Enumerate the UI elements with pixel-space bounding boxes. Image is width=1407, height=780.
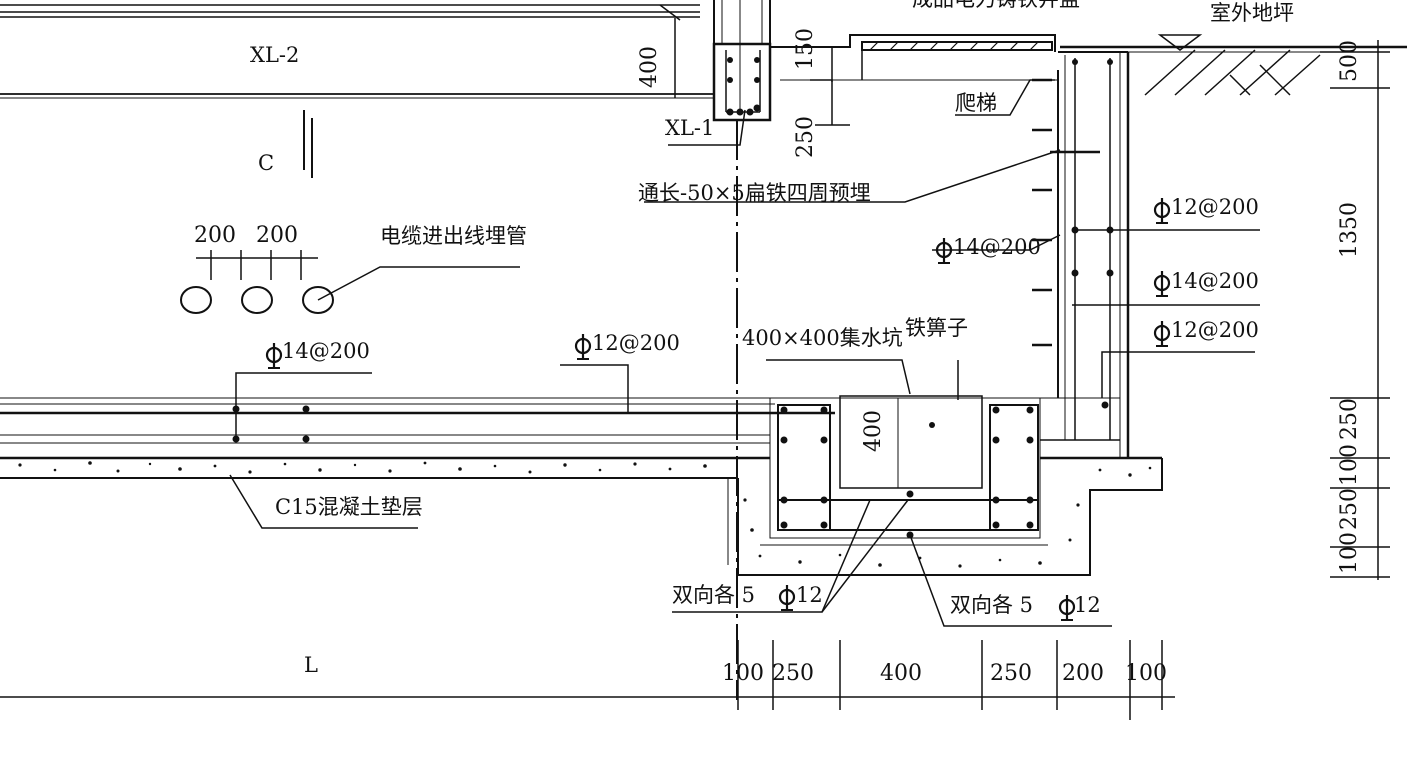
- label-axis-l: L: [304, 653, 318, 677]
- label-grate: 铁箅子: [905, 316, 968, 340]
- dim-bottom-0: 100: [722, 661, 764, 686]
- dim-right-3: 100: [1337, 444, 1362, 486]
- label-two-way-left-bar: 12: [796, 583, 823, 607]
- dim-bottom-1: 250: [772, 661, 814, 686]
- right-dimension-lines: [1320, 40, 1390, 580]
- dim-right-2: 250: [1337, 398, 1362, 440]
- label-xl2: XL-2: [250, 43, 299, 67]
- dim-beam-height: 400: [637, 46, 662, 88]
- bottom-dimension-lines: [0, 640, 1175, 720]
- label-cover-top: 成品电力铸铁井盖: [912, 0, 1080, 11]
- label-sump: 400×400集水坑: [742, 326, 903, 350]
- dim-pipe-a: 200: [194, 223, 236, 248]
- label-xl1: XL-1: [665, 116, 714, 140]
- dim-right-5: 100: [1337, 532, 1362, 574]
- bottom-dimension-texts: 100 250 400 250 200 100: [722, 661, 1167, 686]
- label-axis-c: C: [258, 151, 274, 175]
- sump-pit: [760, 395, 1048, 546]
- label-cable-pipe: 电缆进出线埋管: [380, 224, 527, 248]
- label-ground: 室外地坪: [1210, 1, 1294, 25]
- dim-bottom-5: 100: [1125, 661, 1167, 686]
- label-two-way-right-bar: 12: [1074, 593, 1101, 617]
- beam-xl1-section: [712, 0, 772, 122]
- label-flat-iron: 通长-50×5扁铁四周预埋: [638, 181, 871, 205]
- dim-250: 250: [793, 116, 818, 158]
- rebar-wall-inner: 14@200: [953, 235, 1041, 259]
- dim-bottom-3: 250: [990, 661, 1032, 686]
- right-dimension-texts: 500 1350 250 100 250 100: [1337, 40, 1362, 574]
- dim-right-1: 1350: [1337, 202, 1362, 258]
- label-cushion: C15混凝土垫层: [275, 495, 423, 519]
- dim-150: 150: [793, 28, 818, 70]
- dim-pit-height: 400: [861, 410, 886, 452]
- label-ladder: 爬梯: [955, 91, 997, 115]
- cushion-layer: [0, 458, 1163, 576]
- rebar-bottom-upper: 12@200: [592, 331, 680, 355]
- label-two-way-left: 双向各 5: [672, 583, 755, 607]
- leader-lines: [229, 18, 1260, 627]
- dim-bottom-2: 400: [880, 661, 922, 686]
- cable-pipes: [180, 250, 334, 314]
- outdoor-ground: [1060, 34, 1407, 96]
- right-wall: [1032, 51, 1162, 460]
- rebar-wall-outer-1: 12@200: [1171, 195, 1259, 219]
- dim-pipe-b: 200: [256, 223, 298, 248]
- dim-right-4: 250: [1337, 488, 1362, 530]
- dim-bottom-4: 200: [1062, 661, 1104, 686]
- dim-right-0: 500: [1337, 40, 1362, 82]
- label-two-way-right: 双向各 5: [950, 593, 1033, 617]
- cover-plate: [770, 34, 1058, 81]
- rebar-wall-outer-3: 12@200: [1171, 318, 1259, 342]
- rebar-wall-outer-2: 14@200: [1171, 269, 1259, 293]
- beam-xl2: [0, 4, 715, 99]
- bottom-slab: [0, 397, 835, 460]
- rebar-bottom-lower: 14@200: [282, 339, 370, 363]
